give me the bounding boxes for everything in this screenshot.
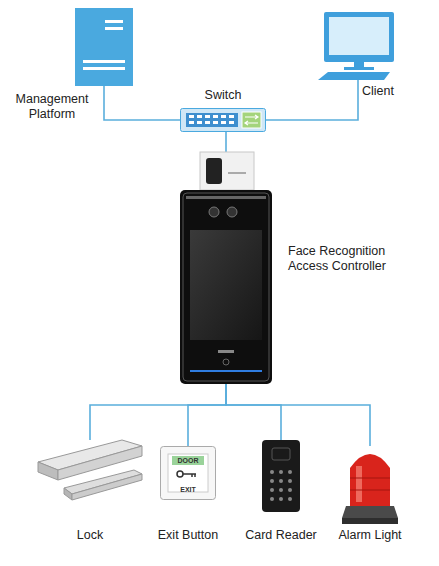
client-computer: Client [318, 12, 398, 80]
network-wire [225, 132, 227, 152]
node-label: Exit Button [138, 528, 238, 543]
network-wire [90, 384, 226, 440]
node-label: Lock [40, 528, 140, 543]
node-label: Management Platform [12, 92, 92, 122]
card-reader: Card Reader [262, 440, 300, 512]
card-reader-art [262, 440, 300, 512]
access-controller-art [180, 152, 272, 384]
network-wire [226, 384, 281, 440]
panel-text: DOOR [172, 457, 204, 465]
node-label: Face Recognition Access Controller [288, 244, 403, 274]
network-wire [266, 80, 358, 120]
magnetic-lock: Lock [38, 440, 142, 502]
switch-icon-art [180, 108, 266, 132]
server-icon-art [75, 8, 133, 86]
magnetic-lock-art [38, 440, 142, 502]
node-label: Card Reader [231, 528, 331, 543]
node-label: Switch [173, 88, 273, 103]
alarm-light-art [340, 446, 400, 524]
switch-icon: Switch [180, 108, 266, 132]
network-wire [104, 86, 180, 120]
node-label: Client [362, 84, 422, 99]
server-icon: Management Platform [75, 8, 133, 86]
network-wire [188, 384, 226, 446]
network-wire [226, 384, 370, 446]
client-computer-art [318, 12, 398, 80]
alarm-light: Alarm Light [340, 446, 400, 524]
node-label: Alarm Light [320, 528, 420, 543]
access-controller: Face Recognition Access Controller [180, 152, 272, 384]
panel-text: EXIT [172, 486, 204, 494]
